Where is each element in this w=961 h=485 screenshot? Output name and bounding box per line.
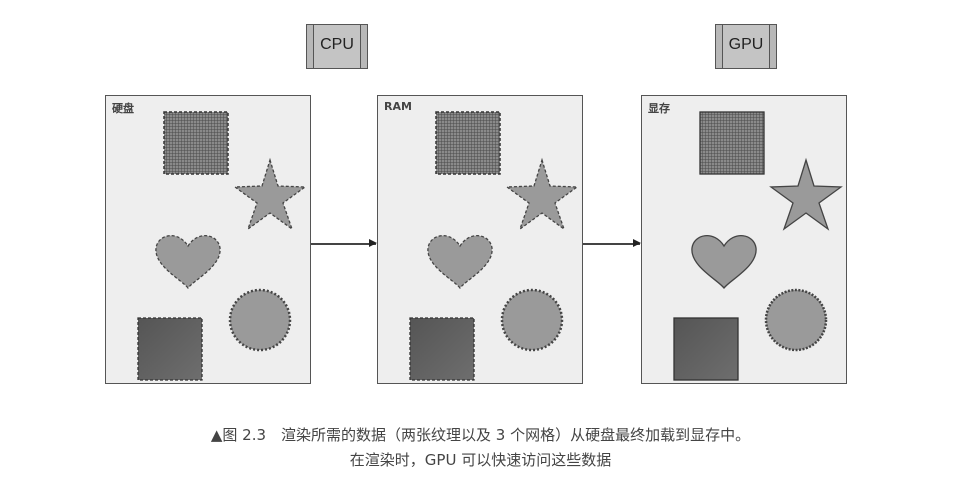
cpu-label: CPU bbox=[320, 36, 354, 53]
panel-title: 硬盘 bbox=[112, 102, 134, 115]
dark-square-icon bbox=[673, 317, 739, 381]
vram-shapes bbox=[673, 111, 843, 381]
panel-title: 显存 bbox=[648, 102, 670, 115]
star-icon bbox=[505, 157, 579, 231]
star-icon bbox=[233, 157, 307, 231]
chip-edge bbox=[360, 25, 367, 68]
star-icon bbox=[769, 157, 843, 231]
panel-title: RAM bbox=[384, 100, 412, 113]
figure-caption-line2: 在渲染时，GPU 可以快速访问这些数据 bbox=[349, 451, 612, 469]
dark-square-icon bbox=[409, 317, 475, 381]
vram-panel: 显存 bbox=[641, 95, 847, 384]
heart-icon bbox=[691, 235, 757, 290]
sun-circle-icon bbox=[228, 288, 292, 352]
dark-square-icon bbox=[137, 317, 203, 381]
ram-shapes bbox=[409, 111, 579, 381]
texture-square-icon bbox=[699, 111, 765, 175]
chip-edge bbox=[307, 25, 314, 68]
texture-square-icon bbox=[163, 111, 229, 175]
sun-circle-icon bbox=[500, 288, 564, 352]
ram-panel: RAM bbox=[377, 95, 583, 384]
gpu-chip: GPU bbox=[715, 24, 777, 69]
arrow-disk-to-ram bbox=[311, 240, 377, 246]
hard-disk-panel: 硬盘 bbox=[105, 95, 311, 384]
hard-disk-shapes bbox=[137, 111, 307, 381]
heart-icon bbox=[155, 235, 221, 290]
gpu-label: GPU bbox=[728, 36, 764, 53]
figure-caption-line1: ▲图 2.3 渲染所需的数据（两张纹理以及 3 个网格）从硬盘最终加载到显存中。 bbox=[210, 426, 751, 444]
heart-icon bbox=[427, 235, 493, 290]
chip-edge bbox=[716, 25, 723, 68]
cpu-chip: CPU bbox=[306, 24, 368, 69]
texture-square-icon bbox=[435, 111, 501, 175]
chip-edge bbox=[769, 25, 776, 68]
arrow-ram-to-vram bbox=[583, 240, 641, 246]
sun-circle-icon bbox=[764, 288, 828, 352]
